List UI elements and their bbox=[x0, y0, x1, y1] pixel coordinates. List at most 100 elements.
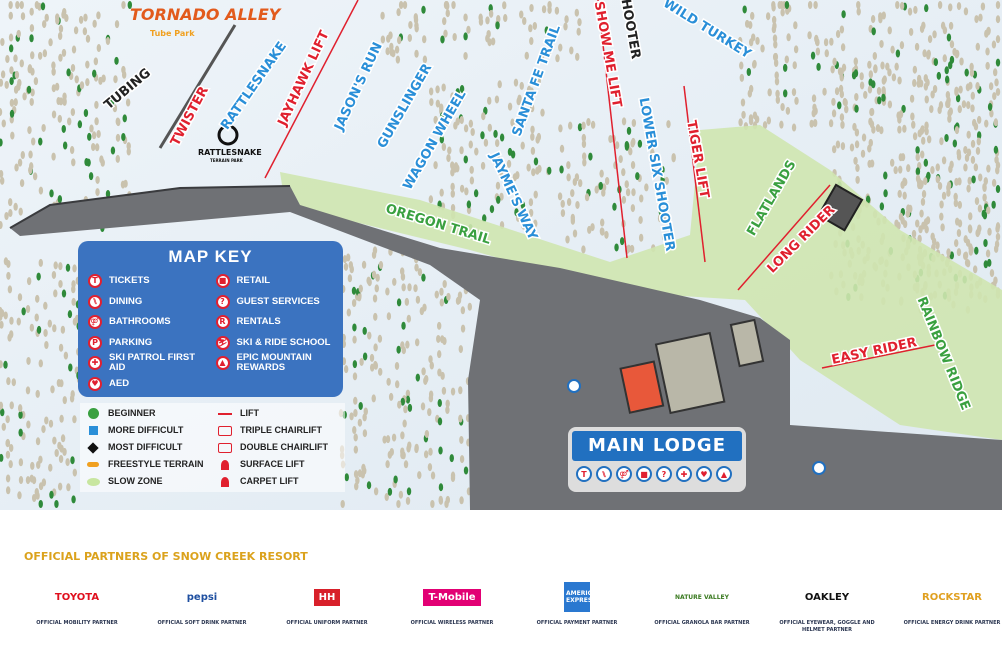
tree bbox=[955, 94, 961, 103]
tree bbox=[458, 386, 463, 395]
partner-logo[interactable]: ROCKSTAR OFFICIAL ENERGY DRINK PARTNER bbox=[897, 576, 1002, 627]
tree bbox=[614, 243, 619, 252]
tree bbox=[463, 155, 468, 164]
tree bbox=[71, 297, 76, 306]
tree bbox=[791, 123, 797, 132]
tree bbox=[446, 292, 451, 301]
tree bbox=[868, 70, 874, 79]
legend-item: SLOW ZONE bbox=[86, 473, 212, 490]
blob-symbol-icon bbox=[86, 477, 100, 486]
tree bbox=[831, 97, 836, 106]
partner-description: OFFICIAL MOBILITY PARTNER bbox=[36, 620, 118, 626]
tree bbox=[9, 98, 15, 107]
tree bbox=[423, 450, 429, 459]
tree bbox=[629, 244, 635, 253]
partner-logo[interactable]: NATURE VALLEY OFFICIAL GRANOLA BAR PARTN… bbox=[647, 576, 757, 627]
tree bbox=[110, 97, 115, 106]
tree bbox=[357, 293, 362, 302]
tree bbox=[398, 490, 404, 499]
tree bbox=[5, 438, 11, 447]
tree bbox=[71, 495, 76, 504]
tree bbox=[389, 447, 394, 456]
tree bbox=[95, 188, 100, 197]
svg-text:Tube Park: Tube Park bbox=[150, 29, 195, 38]
tree bbox=[48, 419, 54, 428]
tree bbox=[812, 118, 818, 127]
tree bbox=[881, 93, 886, 102]
lodge-amenity-icon: ⚤ bbox=[616, 466, 632, 482]
tree bbox=[73, 26, 79, 35]
tree bbox=[775, 89, 780, 98]
tree bbox=[25, 476, 31, 485]
tree bbox=[941, 191, 947, 200]
tree bbox=[38, 500, 43, 508]
tree bbox=[13, 54, 18, 63]
tree bbox=[414, 338, 420, 347]
partner-logo[interactable]: AMERICAN EXPRESS OFFICIAL PAYMENT PARTNE… bbox=[522, 576, 632, 627]
tree bbox=[653, 153, 658, 162]
tree bbox=[621, 195, 627, 204]
tree bbox=[989, 269, 995, 278]
tree bbox=[532, 21, 538, 30]
tree bbox=[810, 51, 816, 60]
tree bbox=[887, 68, 892, 77]
tree bbox=[572, 177, 578, 186]
tree bbox=[5, 55, 10, 64]
tree bbox=[535, 135, 540, 144]
tree bbox=[915, 174, 921, 183]
partner-logo[interactable]: T-Mobile OFFICIAL WIRELESS PARTNER bbox=[397, 576, 507, 627]
tree bbox=[869, 107, 875, 116]
tree bbox=[414, 49, 419, 58]
tree bbox=[26, 277, 32, 286]
tree bbox=[57, 32, 63, 41]
tree bbox=[881, 11, 886, 20]
tree bbox=[935, 175, 941, 184]
tree bbox=[71, 158, 76, 167]
tree bbox=[995, 15, 1001, 24]
tree bbox=[957, 177, 962, 186]
tree bbox=[374, 284, 379, 293]
partner-logo[interactable]: HH OFFICIAL UNIFORM PARTNER bbox=[272, 576, 382, 627]
tree bbox=[530, 146, 536, 155]
partner-logo[interactable]: pepsi OFFICIAL SOFT DRINK PARTNER bbox=[147, 576, 257, 627]
tree bbox=[891, 73, 897, 82]
tree bbox=[18, 410, 23, 419]
tree bbox=[440, 35, 445, 44]
tree bbox=[853, 156, 858, 165]
tree bbox=[3, 360, 8, 369]
tree bbox=[389, 48, 394, 57]
tree bbox=[470, 128, 475, 137]
partner-description: OFFICIAL SOFT DRINK PARTNER bbox=[157, 620, 247, 626]
tree bbox=[983, 177, 989, 186]
tree bbox=[920, 150, 925, 159]
tree bbox=[421, 273, 426, 282]
tree bbox=[840, 120, 845, 129]
tree bbox=[986, 206, 991, 215]
tree bbox=[105, 189, 111, 198]
tree bbox=[839, 113, 845, 122]
tree bbox=[947, 109, 952, 118]
tree bbox=[569, 46, 574, 55]
partner-logo[interactable]: OAKLEY OFFICIAL EYEWEAR, GOGGLE AND HELM… bbox=[772, 576, 882, 634]
tree bbox=[394, 361, 400, 370]
tree bbox=[66, 483, 71, 492]
tree bbox=[361, 260, 367, 269]
tree bbox=[450, 189, 455, 198]
legend-item: FREESTYLE TERRAIN bbox=[86, 456, 212, 473]
logo-tornado-alley: TORNADO ALLEY Tube Park bbox=[130, 5, 282, 38]
tree bbox=[738, 118, 743, 127]
tree bbox=[8, 209, 13, 218]
tree bbox=[924, 121, 929, 130]
main-lodge-label: MAIN LODGE bbox=[572, 431, 742, 461]
legend-label: LIFT bbox=[240, 408, 259, 418]
partner-logo[interactable]: TOYOTA OFFICIAL MOBILITY PARTNER bbox=[22, 576, 132, 627]
tree bbox=[443, 29, 448, 38]
tree bbox=[514, 208, 519, 217]
tree bbox=[895, 49, 901, 58]
tree bbox=[930, 232, 935, 241]
tree bbox=[660, 175, 665, 184]
tree bbox=[0, 138, 3, 147]
tree bbox=[468, 140, 473, 149]
tree bbox=[57, 441, 62, 450]
tree bbox=[18, 428, 23, 437]
